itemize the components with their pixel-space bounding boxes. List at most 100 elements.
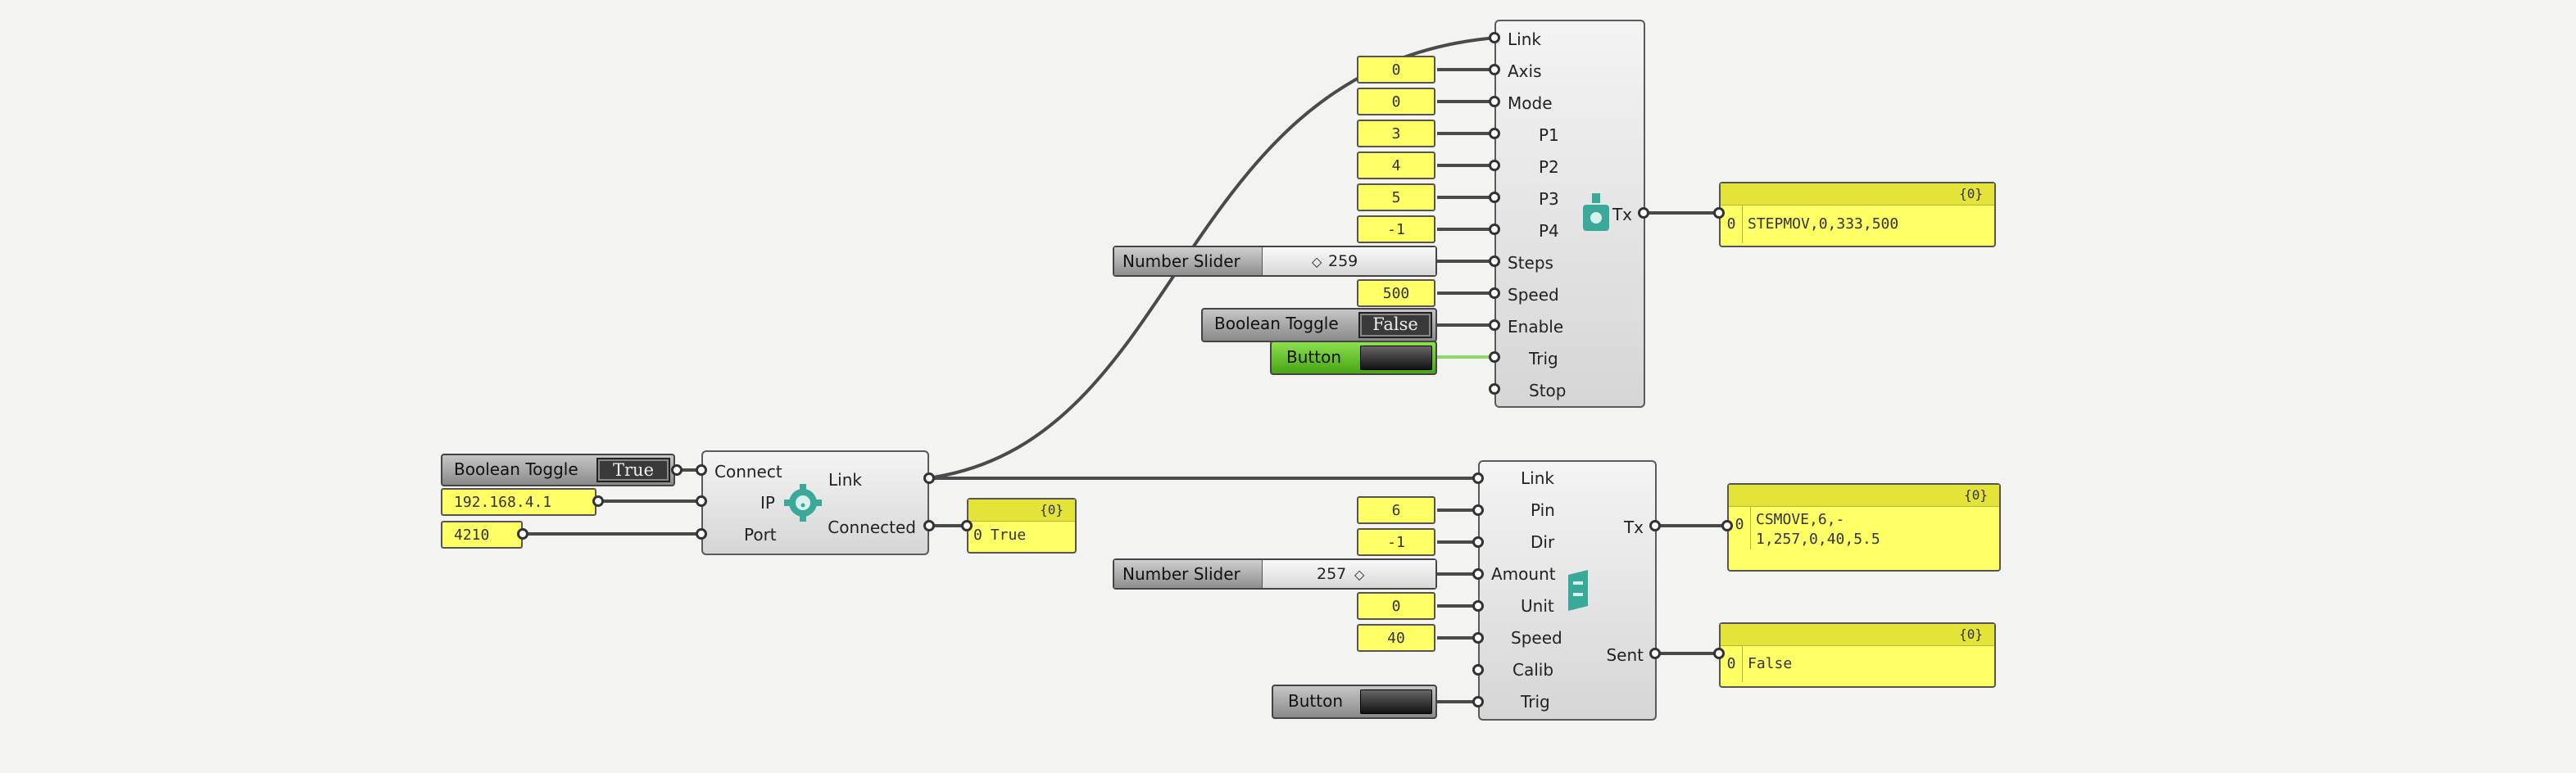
port-grip[interactable] (1721, 520, 1733, 531)
port-grip[interactable] (923, 472, 935, 484)
port-grip[interactable] (1489, 224, 1500, 235)
button-pad[interactable] (1360, 346, 1432, 370)
stepper-tx-panel[interactable]: {0} 0 STEPMOV,0,333,500 (1719, 182, 1996, 247)
servo-trig-button[interactable]: Button (1272, 685, 1437, 719)
input-trig[interactable]: Trig (1529, 349, 1558, 368)
input-steps[interactable]: Steps (1508, 253, 1553, 273)
p4-panel[interactable]: -1 (1357, 215, 1435, 243)
port-grip[interactable] (1472, 600, 1484, 612)
port-grip[interactable] (1489, 319, 1500, 331)
output-link[interactable]: Link (828, 470, 862, 490)
port-grip[interactable] (1489, 64, 1500, 75)
input-pin[interactable]: Pin (1531, 500, 1555, 520)
port-grip[interactable] (1489, 128, 1500, 139)
value: 0 (1391, 93, 1401, 111)
output-tx[interactable]: Tx (1623, 518, 1644, 537)
port-grip[interactable] (1489, 351, 1500, 363)
trig-button[interactable]: Button (1270, 341, 1437, 375)
port-grip[interactable] (1649, 520, 1661, 531)
servo-component[interactable]: Link Pin Dir Amount Unit Speed Calib Tri… (1478, 460, 1657, 721)
p3-panel[interactable]: 5 (1357, 183, 1435, 211)
port-grip[interactable] (1489, 160, 1500, 171)
port-grip[interactable] (1649, 648, 1661, 659)
port-grip[interactable] (696, 528, 707, 540)
servo-tx-panel[interactable]: {0} 0 CSMOVE,6,- 1,257,0,40,5.5 (1727, 483, 2001, 572)
port-grip[interactable] (961, 520, 973, 531)
port-grip[interactable] (1489, 383, 1500, 395)
port-grip[interactable] (1472, 568, 1484, 580)
input-p1[interactable]: P1 (1539, 125, 1559, 145)
stepper-component[interactable]: Link Axis Mode P1 P2 P3 P4 Steps Speed E… (1494, 20, 1645, 408)
port-panel[interactable]: 4210 (441, 521, 523, 549)
pin-panel[interactable]: 6 (1357, 496, 1435, 524)
port-grip[interactable] (1472, 664, 1484, 676)
port-grip[interactable] (1489, 255, 1500, 267)
p2-panel[interactable]: 4 (1357, 151, 1435, 179)
enable-boolean-toggle[interactable]: Boolean Toggle False (1201, 308, 1437, 342)
port-grip[interactable] (592, 495, 604, 507)
input-stop[interactable]: Stop (1529, 381, 1567, 400)
input-dir[interactable]: Dir (1531, 532, 1555, 552)
slider-knob-icon[interactable]: ◇ (1312, 254, 1322, 269)
port-grip[interactable] (1472, 472, 1484, 484)
input-p4[interactable]: P4 (1539, 221, 1559, 241)
port-grip[interactable] (1489, 192, 1500, 203)
slider-label: Number Slider (1114, 560, 1263, 588)
port-grip[interactable] (923, 520, 935, 531)
input-speed[interactable]: Speed (1508, 285, 1559, 305)
port-grip[interactable] (1472, 696, 1484, 707)
output-sent[interactable]: Sent (1606, 645, 1644, 665)
output-tx[interactable]: Tx (1612, 205, 1632, 224)
input-calib[interactable]: Calib (1512, 660, 1554, 680)
input-link[interactable]: Link (1508, 29, 1541, 49)
port-grip[interactable] (1489, 287, 1500, 299)
steps-number-slider[interactable]: Number Slider ◇ 259 (1113, 246, 1437, 277)
port-grip[interactable] (671, 464, 683, 476)
output-connected[interactable]: Connected (828, 518, 916, 537)
amount-number-slider[interactable]: Number Slider 257 ◇ (1113, 558, 1437, 590)
port-grip[interactable] (1472, 504, 1484, 516)
dir-panel[interactable]: -1 (1357, 528, 1435, 556)
input-link[interactable]: Link (1521, 468, 1554, 488)
input-mode[interactable]: Mode (1508, 93, 1553, 113)
port-grip[interactable] (696, 495, 707, 507)
port-grip[interactable] (1713, 207, 1725, 219)
input-speed[interactable]: Speed (1511, 628, 1562, 648)
mode-panel[interactable]: 0 (1357, 88, 1435, 115)
toggle-value[interactable]: False (1358, 312, 1432, 338)
input-trig[interactable]: Trig (1521, 692, 1550, 712)
p1-panel[interactable]: 3 (1357, 120, 1435, 147)
input-connect[interactable]: Connect (714, 462, 782, 481)
input-axis[interactable]: Axis (1508, 61, 1542, 81)
slider-knob-icon[interactable]: ◇ (1354, 567, 1365, 582)
port-grip[interactable] (696, 464, 707, 476)
toggle-label: Boolean Toggle (1214, 314, 1339, 333)
unit-panel[interactable]: 0 (1357, 592, 1435, 620)
input-p2[interactable]: P2 (1539, 157, 1559, 177)
port-grip[interactable] (1638, 207, 1649, 219)
speed-panel[interactable]: 500 (1357, 279, 1435, 307)
input-p3[interactable]: P3 (1539, 189, 1559, 209)
port-grip[interactable] (517, 528, 528, 540)
input-unit[interactable]: Unit (1521, 596, 1554, 616)
port-grip[interactable] (1472, 536, 1484, 548)
slider-track[interactable]: 257 ◇ (1263, 560, 1435, 588)
connect-component[interactable]: Connect IP Port Link Connected (701, 450, 929, 555)
connected-panel[interactable]: {0} 0 True (967, 498, 1077, 554)
input-amount[interactable]: Amount (1491, 564, 1556, 584)
slider-track[interactable]: ◇ 259 (1263, 247, 1435, 275)
servo-speed-panel[interactable]: 40 (1357, 624, 1435, 652)
port-grip[interactable] (1489, 32, 1500, 43)
port-grip[interactable] (1489, 96, 1500, 107)
sent-panel[interactable]: {0} 0 False (1719, 622, 1996, 688)
input-port[interactable]: Port (744, 525, 777, 545)
ip-panel[interactable]: 192.168.4.1 (441, 488, 596, 516)
port-grip[interactable] (1472, 632, 1484, 644)
toggle-value[interactable]: True (596, 458, 670, 482)
button-pad[interactable] (1360, 689, 1432, 714)
input-enable[interactable]: Enable (1508, 317, 1564, 337)
port-grip[interactable] (1713, 648, 1725, 659)
connect-boolean-toggle[interactable]: Boolean Toggle True (441, 454, 675, 486)
input-ip[interactable]: IP (760, 493, 775, 513)
axis-panel[interactable]: 0 (1357, 56, 1435, 84)
